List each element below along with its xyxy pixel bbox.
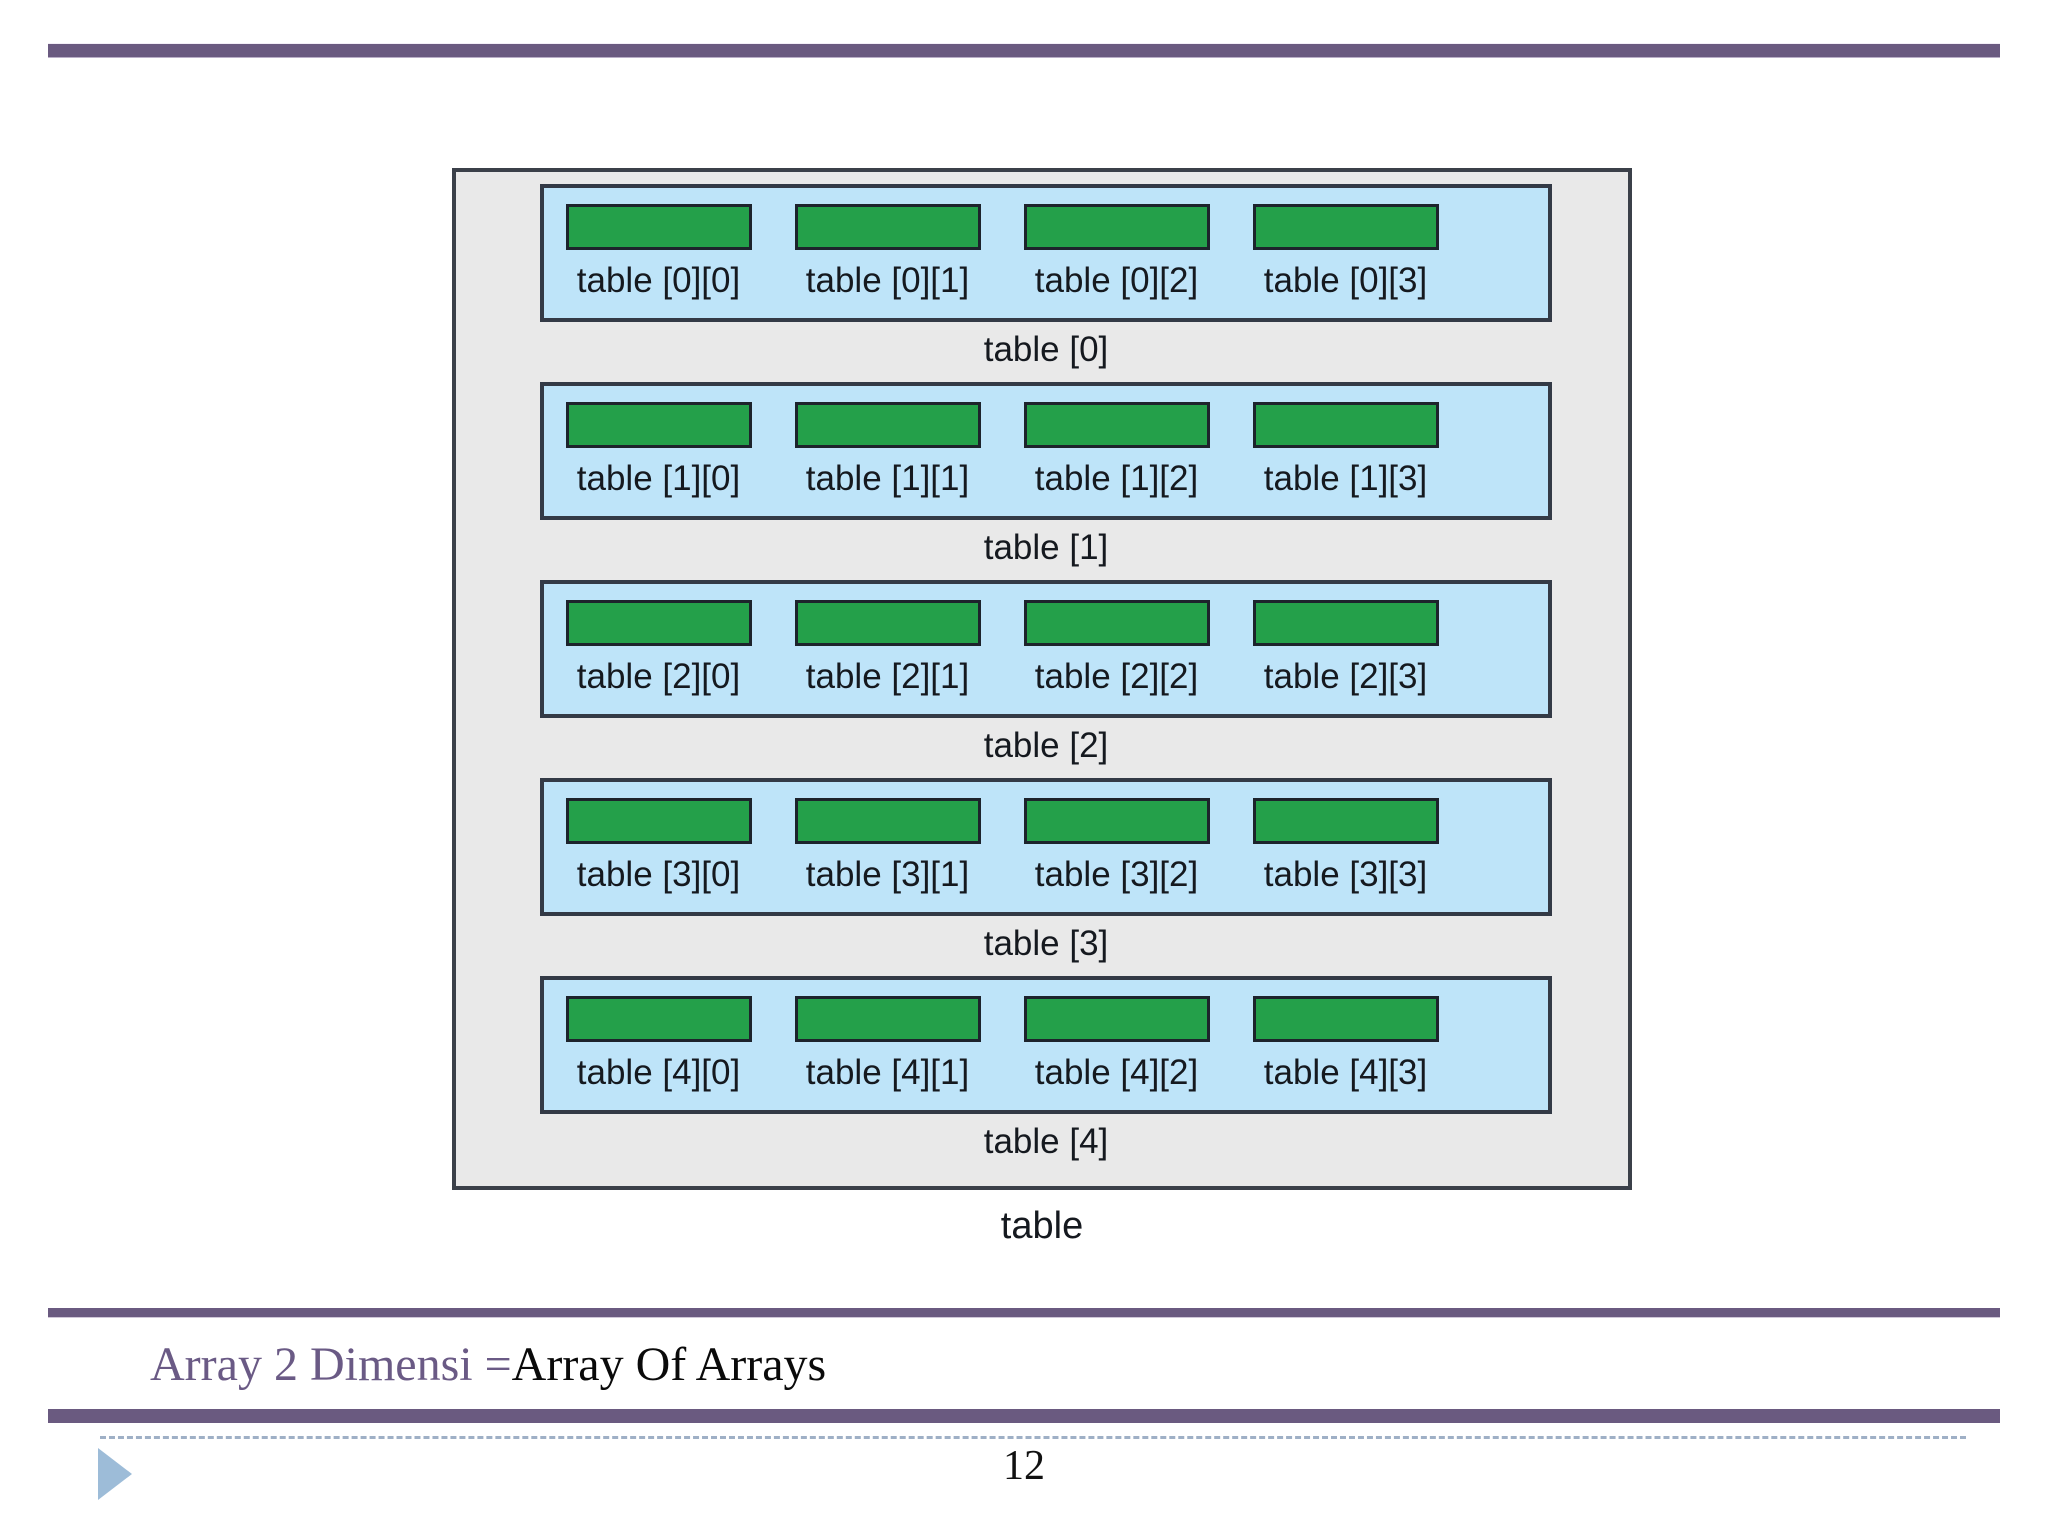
outer-array-caption: table — [1000, 1205, 1084, 1247]
array-row: table [0][0] table [0][1] table [0][2] tabl… — [540, 184, 1552, 322]
array-row: table [4][0] table [4][1] table [4][2] tabl… — [540, 976, 1552, 1114]
array-cell-label: table [3][0] — [576, 855, 741, 894]
array-cell-value-box — [1023, 996, 1210, 1042]
footer-title-primary: Array 2 Dimensi = — [150, 1338, 512, 1391]
array-cell-value-box — [565, 996, 752, 1042]
array-row-caption: table [1] — [983, 528, 1109, 567]
array-cell-label: table [1][2] — [1034, 459, 1199, 498]
array-cell: table [2][3] — [1231, 584, 1460, 714]
array-cell-value-box — [1252, 996, 1439, 1042]
array-cell-label: table [2][2] — [1034, 657, 1199, 696]
array-cell: table [0][2] — [1002, 188, 1231, 318]
footer-title-secondary: Array Of Arrays — [511, 1338, 827, 1391]
array-of-arrays-diagram: table [0][0] table [0][1] table [0][2] tabl… — [0, 110, 2048, 1270]
array-cell-value-box — [565, 798, 752, 844]
array-cell-label: table [3][1] — [805, 855, 970, 894]
slide-footer-title: Array 2 Dimensi = Array Of Arrays — [150, 1330, 826, 1400]
array-cell: table [3][1] — [773, 782, 1002, 912]
array-cell: table [1][2] — [1002, 386, 1231, 516]
array-row: table [2][0] table [2][1] table [2][2] tabl… — [540, 580, 1552, 718]
array-cell-value-box — [794, 600, 981, 646]
array-cell: table [0][1] — [773, 188, 1002, 318]
array-cell-value-box — [794, 798, 981, 844]
array-cell-value-box — [565, 402, 752, 448]
footer-divider-top — [48, 1308, 2000, 1317]
array-row-group: table [4][0] table [4][1] table [4][2] tabl… — [540, 976, 1552, 1164]
array-row-caption: table [3] — [983, 924, 1109, 963]
array-row-caption: table [2] — [983, 726, 1109, 765]
array-cell-label: table [0][0] — [576, 261, 741, 300]
array-row-group: table [3][0] table [3][1] table [3][2] tabl… — [540, 778, 1552, 966]
array-cell: table [3][0] — [544, 782, 773, 912]
array-row-group: table [2][0] table [2][1] table [2][2] tabl… — [540, 580, 1552, 768]
array-cell: table [0][0] — [544, 188, 773, 318]
array-cell-label: table [4][2] — [1034, 1053, 1199, 1092]
array-cell-value-box — [1252, 402, 1439, 448]
array-cell-value-box — [1252, 204, 1439, 250]
array-cell-label: table [2][0] — [576, 657, 741, 696]
array-row-group: table [1][0] table [1][1] table [1][2] tabl… — [540, 382, 1552, 570]
array-cell-label: table [3][3] — [1263, 855, 1428, 894]
array-cell-value-box — [565, 600, 752, 646]
array-cell-value-box — [794, 402, 981, 448]
top-divider-rule — [48, 44, 2000, 57]
array-cell: table [4][3] — [1231, 980, 1460, 1110]
array-cell: table [2][2] — [1002, 584, 1231, 714]
page-number: 12 — [1003, 1443, 1045, 1489]
array-cell-value-box — [1023, 402, 1210, 448]
array-cell-value-box — [1023, 204, 1210, 250]
array-cell-label: table [4][0] — [576, 1053, 741, 1092]
array-cell: table [3][2] — [1002, 782, 1231, 912]
array-cell-label: table [1][3] — [1263, 459, 1428, 498]
array-cell-label: table [0][2] — [1034, 261, 1199, 300]
array-cell-label: table [4][3] — [1263, 1053, 1428, 1092]
array-cell-label: table [3][2] — [1034, 855, 1199, 894]
array-cell-label: table [1][0] — [576, 459, 741, 498]
array-row: table [1][0] table [1][1] table [1][2] tabl… — [540, 382, 1552, 520]
footer-dashed-line — [100, 1436, 1966, 1439]
outer-array-container: table [0][0] table [0][1] table [0][2] tabl… — [452, 168, 1632, 1190]
array-cell: table [0][3] — [1231, 188, 1460, 318]
array-cell: table [2][0] — [544, 584, 773, 714]
array-row-caption: table [4] — [983, 1122, 1109, 1161]
array-cell: table [4][0] — [544, 980, 773, 1110]
array-row: table [3][0] table [3][1] table [3][2] tabl… — [540, 778, 1552, 916]
array-row-group: table [0][0] table [0][1] table [0][2] tabl… — [540, 184, 1552, 372]
array-cell-label: table [0][1] — [805, 261, 970, 300]
footer-divider-bottom — [48, 1409, 2000, 1423]
array-cell-label: table [0][3] — [1263, 261, 1428, 300]
array-cell-value-box — [794, 204, 981, 250]
array-cell-label: table [2][3] — [1263, 657, 1428, 696]
array-cell-label: table [1][1] — [805, 459, 970, 498]
array-cell: table [1][3] — [1231, 386, 1460, 516]
array-row-caption: table [0] — [983, 330, 1109, 369]
array-cell: table [1][0] — [544, 386, 773, 516]
array-cell-value-box — [565, 204, 752, 250]
array-cell-label: table [2][1] — [805, 657, 970, 696]
array-cell-label: table [4][1] — [805, 1053, 970, 1092]
play-triangle-icon — [98, 1448, 132, 1500]
array-cell: table [4][2] — [1002, 980, 1231, 1110]
array-cell-value-box — [1023, 798, 1210, 844]
array-cell-value-box — [1252, 798, 1439, 844]
array-cell-value-box — [794, 996, 981, 1042]
array-cell-value-box — [1023, 600, 1210, 646]
array-cell: table [3][3] — [1231, 782, 1460, 912]
array-cell-value-box — [1252, 600, 1439, 646]
array-cell: table [1][1] — [773, 386, 1002, 516]
array-cell: table [2][1] — [773, 584, 1002, 714]
array-cell: table [4][1] — [773, 980, 1002, 1110]
